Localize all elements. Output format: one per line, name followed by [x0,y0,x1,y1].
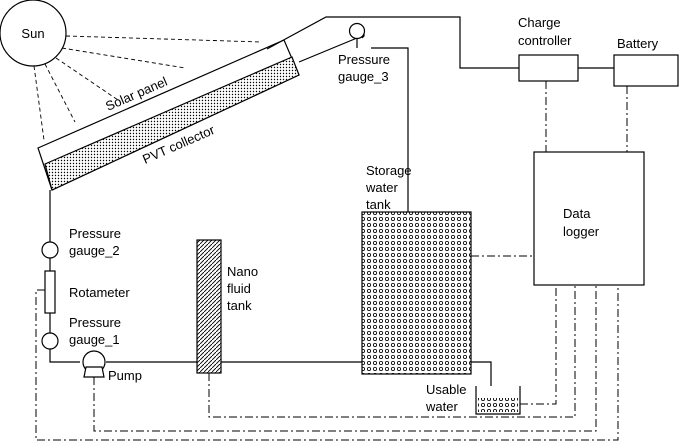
gauge3-to-storage-pipe [371,47,409,212]
collector-outlet-pipe [298,37,358,63]
sun: Sun [0,0,67,67]
pump-label: Pump [108,368,142,383]
nano-fluid-tank-label-line2: fluid [227,281,251,296]
battery: Battery [613,36,679,87]
charge-controller-label-line2: controller [518,33,572,48]
rotameter-label: Rotameter [69,285,130,300]
sun-ray [65,35,263,43]
sun-ray [33,65,45,141]
solid-lines [49,16,614,386]
solar-panel: Solar panel PVT collector [37,39,300,191]
sun-ray [55,57,119,101]
pressure-gauge-2-label-line1: Pressure [69,226,121,241]
usable-water-label-line1: Usable [426,382,466,397]
sun-ray [61,47,186,69]
rotameter: Rotameter [44,270,130,314]
storage-water-tank: Storage water tank [361,163,472,375]
usable-water-label-line2: water [425,399,458,414]
charge-controller: Charge controller [518,15,579,82]
pressure-gauge-3: Pressure gauge_3 [338,22,390,84]
sun-label: Sun [21,26,44,41]
battery-label: Battery [617,36,659,51]
usable-water-container: Usable water [425,382,521,415]
panel-to-charge-controller-wire [266,16,519,69]
usable-water-signal-line [520,285,557,405]
signal-lines [35,81,628,441]
nano-fluid-tank: Nano fluid tank [196,239,258,374]
nano-tank-signal-line [208,285,576,418]
pressure-gauge-2: Pressure gauge_2 [41,226,121,259]
storage-tank-label-line2: water [365,180,398,195]
pressure-gauge-1: Pressure gauge_1 [41,315,121,350]
charge-controller-label-line1: Charge [518,15,561,30]
storage-tank-label-line1: Storage [366,163,412,178]
rotameter-signal-line [35,285,619,441]
sun-rays [33,35,263,141]
storage-to-usable-water-pipe [471,361,492,386]
gauge1-to-pump-pipe [49,349,80,363]
nano-fluid-tank-label-line3: tank [227,298,252,313]
pressure-gauge-2-label-line2: gauge_2 [69,243,120,258]
sun-ray [44,63,76,123]
pressure-gauge-1-label-line1: Pressure [69,315,121,330]
data-logger-label-line2: logger [563,224,600,239]
pressure-gauge-1-label-line2: gauge_1 [69,332,120,347]
pressure-gauge-3-label-line2: gauge_3 [338,69,389,84]
data-logger-label-line1: Data [563,206,591,221]
pump: Pump [82,350,142,383]
data-logger: Data logger [533,151,645,286]
pressure-gauge-3-label-line1: Pressure [338,52,390,67]
storage-tank-label-line3: tank [366,197,391,212]
pump-signal-line [93,285,597,432]
pvt-collector-layer [44,56,300,191]
nano-fluid-tank-label-line1: Nano [227,264,258,279]
